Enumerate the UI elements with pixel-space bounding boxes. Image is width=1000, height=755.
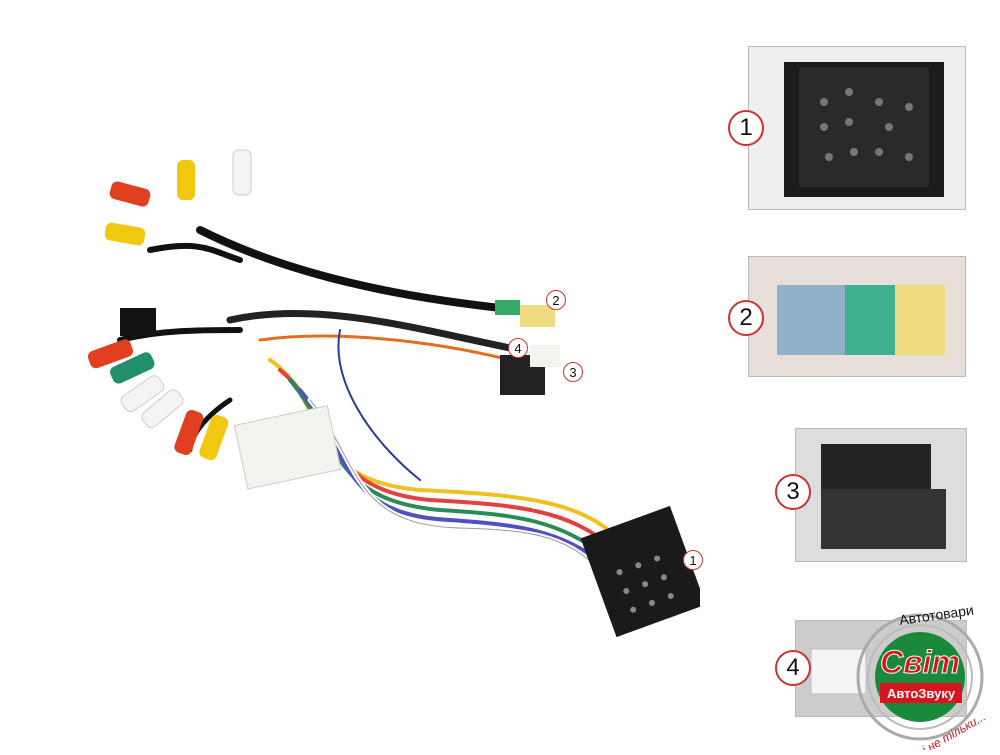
- inset-badge-4: 4: [775, 650, 811, 686]
- svg-text:Світ: Світ: [880, 644, 960, 680]
- inset-connector-2: [748, 256, 966, 377]
- wiring-harness-photo: 1 2 3 4: [87, 149, 706, 638]
- callout-4: 4: [508, 338, 528, 358]
- inset-badge-1: 1: [728, 110, 764, 146]
- callout-2: 2: [546, 290, 566, 310]
- svit-avtozvuku-logo: Світ АвтоЗвуку Автотовари і не тільки...: [850, 602, 1000, 755]
- svg-text:Автотовари: Автотовари: [898, 605, 974, 628]
- inset-connector-3: [795, 428, 967, 562]
- callout-1: 1: [683, 550, 703, 570]
- inset-badge-2: 2: [728, 300, 764, 336]
- inset-badge-3: 3: [775, 474, 811, 510]
- callout-3: 3: [563, 362, 583, 382]
- inset-connector-1: [748, 46, 966, 210]
- svg-text:АвтоЗвуку: АвтоЗвуку: [887, 686, 956, 701]
